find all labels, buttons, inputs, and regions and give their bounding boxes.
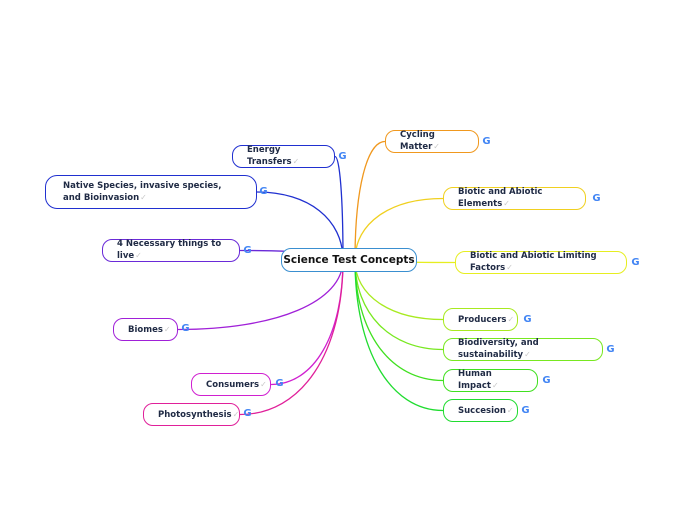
topic-biotic-abiotic-limiting-factors[interactable]: Biotic and Abiotic Limiting Factors✓ <box>455 251 627 274</box>
google-search-icon[interactable]: G <box>542 375 551 386</box>
check-icon: ✓ <box>506 263 513 272</box>
topic-succesion[interactable]: Succesion✓ <box>443 399 518 422</box>
google-search-icon[interactable]: G <box>592 193 601 204</box>
google-search-icon[interactable]: G <box>482 136 491 147</box>
topic-biomes[interactable]: Biomes✓ <box>113 318 178 341</box>
connector-energy-transfers <box>334 155 344 261</box>
topic-label: Biotic and Abiotic Limiting Factors <box>470 251 597 273</box>
check-icon: ✓ <box>433 142 440 151</box>
check-icon: ✓ <box>292 157 300 166</box>
topic-label: Energy Transfers <box>247 145 292 167</box>
topic-label: Succesion <box>458 405 506 416</box>
topic-human-impact[interactable]: Human Impact✓ <box>443 369 538 392</box>
topic-label: Producers <box>458 314 507 325</box>
connector-biodiversity <box>354 259 444 351</box>
check-icon: ✓ <box>491 381 499 390</box>
google-search-icon[interactable]: G <box>275 378 284 389</box>
google-search-icon[interactable]: G <box>259 186 268 197</box>
google-search-icon[interactable]: G <box>523 314 532 325</box>
connector-human-impact <box>354 259 444 382</box>
check-icon: ✓ <box>507 314 515 324</box>
topic-label: Human Impact <box>458 369 492 391</box>
topic-producers[interactable]: Producers✓ <box>443 308 518 331</box>
google-search-icon[interactable]: G <box>243 408 252 419</box>
topic-consumers[interactable]: Consumers✓ <box>191 373 271 396</box>
topic-biodiversity-sustainability[interactable]: Biodiversity, and sustainability✓ <box>443 338 603 361</box>
google-search-icon[interactable]: G <box>338 151 347 162</box>
google-search-icon[interactable]: G <box>631 257 640 268</box>
connector-cycling-matter <box>354 140 386 261</box>
topic-photosynthesis[interactable]: Photosynthesis✓ <box>143 403 240 426</box>
google-search-icon[interactable]: G <box>521 405 530 416</box>
check-icon: ✓ <box>506 405 514 415</box>
connector-photosynthesis <box>239 259 344 416</box>
check-icon: ✓ <box>524 350 531 359</box>
check-icon: ✓ <box>163 324 171 334</box>
check-icon: ✓ <box>260 379 267 389</box>
topic-label: Native Species, invasive species, and Bi… <box>63 180 222 203</box>
connector-biomes <box>177 259 344 331</box>
topic-energy-transfers[interactable]: Energy Transfers✓ <box>232 145 335 168</box>
topic-label: Consumers <box>206 379 260 390</box>
topic-label: Biotic and Abiotic Elements <box>458 187 543 209</box>
check-icon: ✓ <box>135 251 142 260</box>
topic-four-necessary-things[interactable]: 4 Necessary things to live✓ <box>102 239 240 262</box>
check-icon: ✓ <box>140 192 147 202</box>
check-icon: ✓ <box>232 409 240 419</box>
topic-label: Photosynthesis <box>158 409 232 420</box>
topic-label: Cycling Matter <box>400 130 435 152</box>
topic-biotic-abiotic-elements[interactable]: Biotic and Abiotic Elements✓ <box>443 187 586 210</box>
topic-label: Biodiversity, and sustainability <box>458 338 539 360</box>
connector-succesion <box>354 259 444 412</box>
google-search-icon[interactable]: G <box>606 344 615 355</box>
google-search-icon[interactable]: G <box>243 245 252 256</box>
connector-native-species <box>256 191 344 261</box>
central-topic[interactable]: Science Test Concepts <box>281 248 417 272</box>
connector-consumers <box>270 259 344 386</box>
topic-native-species[interactable]: Native Species, invasive species, and Bi… <box>45 175 257 209</box>
central-topic-label: Science Test Concepts <box>283 253 415 266</box>
google-search-icon[interactable]: G <box>181 323 190 334</box>
topic-label: 4 Necessary things to live <box>117 239 222 261</box>
topic-cycling-matter[interactable]: Cycling Matter✓ <box>385 130 479 153</box>
topic-label: Biomes <box>128 324 163 335</box>
check-icon: ✓ <box>503 199 510 208</box>
